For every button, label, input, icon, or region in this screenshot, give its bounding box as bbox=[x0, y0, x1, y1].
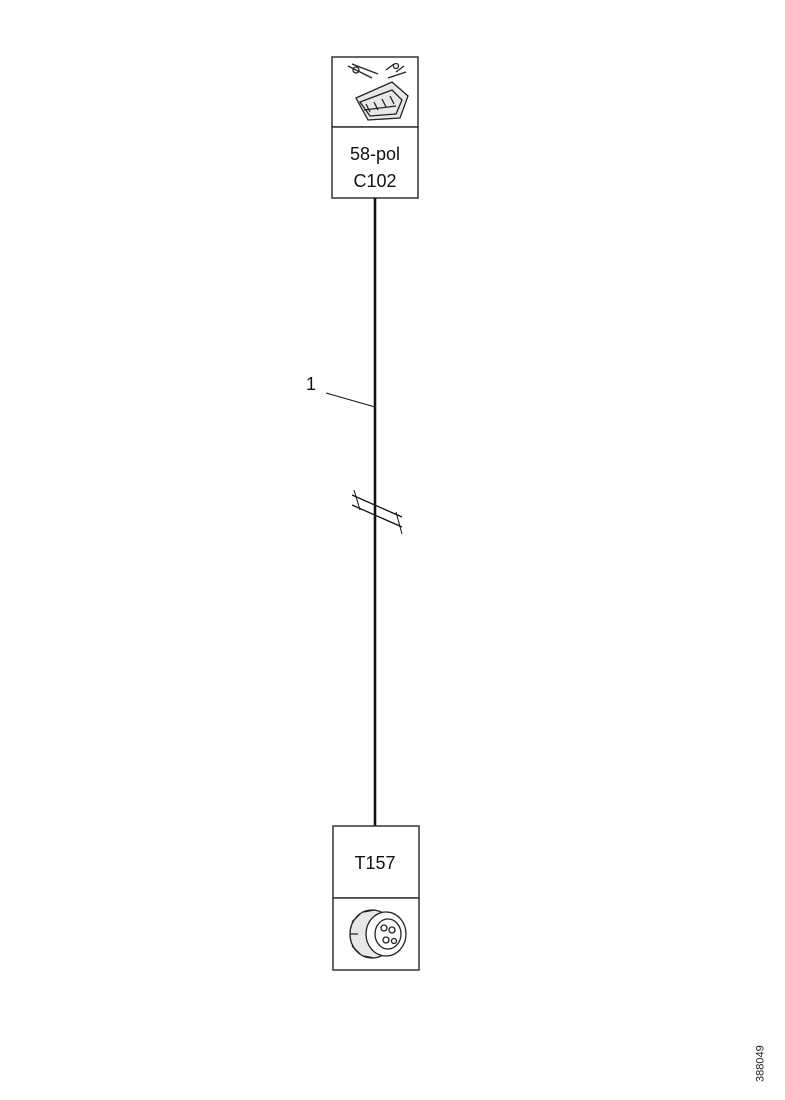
wire bbox=[325, 198, 403, 826]
top-connector: 58-pol C102 bbox=[331, 56, 419, 199]
bottom-connector-id: T157 bbox=[354, 853, 395, 873]
top-connector-pin-label: 58-pol bbox=[350, 144, 400, 164]
top-connector-id: C102 bbox=[353, 171, 396, 191]
document-code: 388049 bbox=[755, 1045, 767, 1082]
round-connector-icon bbox=[349, 909, 407, 959]
wire-label: 1 bbox=[306, 374, 316, 394]
bottom-connector: T157 bbox=[332, 825, 420, 971]
multi-pin-plug-icon bbox=[347, 62, 409, 121]
